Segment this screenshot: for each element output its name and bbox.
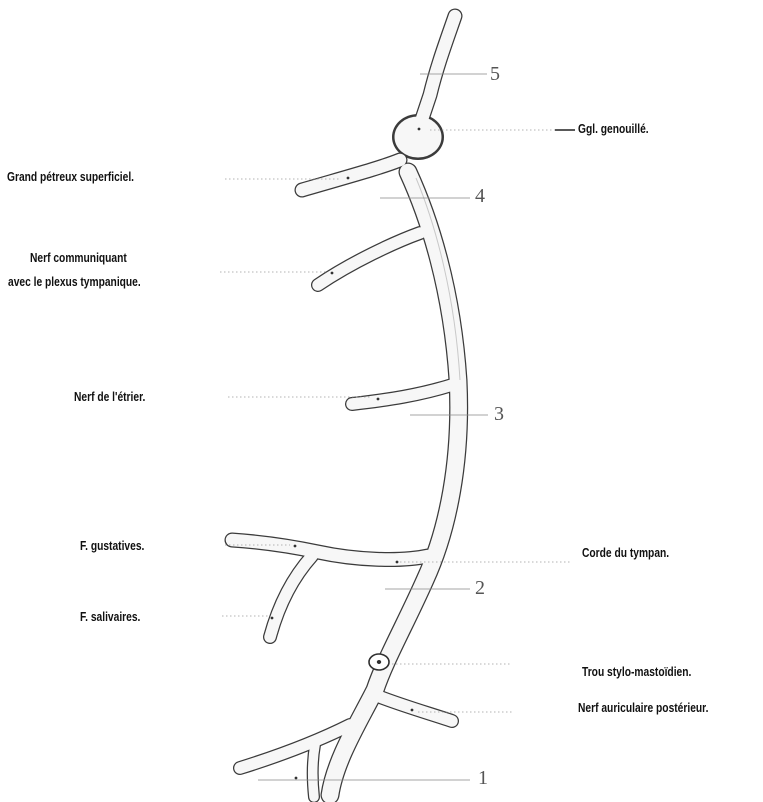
label-nerf-auriculaire: Nerf auriculaire postérieur. [578, 700, 708, 716]
number-4: 4 [475, 186, 485, 206]
label-f-salivaires: F. salivaires. [80, 609, 140, 625]
label-nerf-communiquant-line2: avec le plexus tympanique. [8, 274, 141, 290]
number-2: 2 [475, 578, 485, 598]
label-corde-tympan: Corde du tympan. [582, 545, 669, 561]
branch-dots [271, 128, 421, 780]
number-3: 3 [494, 404, 504, 424]
label-f-gustatives: F. gustatives. [80, 538, 144, 554]
label-grand-petreux: Grand pétreux superficiel. [7, 169, 134, 185]
label-nerf-etrier: Nerf de l'étrier. [74, 389, 145, 405]
number-5: 5 [490, 64, 500, 84]
number-1: 1 [478, 768, 488, 788]
label-nerf-communiquant-line1: Nerf communiquant [30, 250, 127, 266]
trou-stylo-marker [369, 654, 389, 670]
label-ggl-genouille: Ggl. genouillé. [578, 121, 649, 137]
label-trou-stylo: Trou stylo-mastoïdien. [582, 664, 691, 680]
